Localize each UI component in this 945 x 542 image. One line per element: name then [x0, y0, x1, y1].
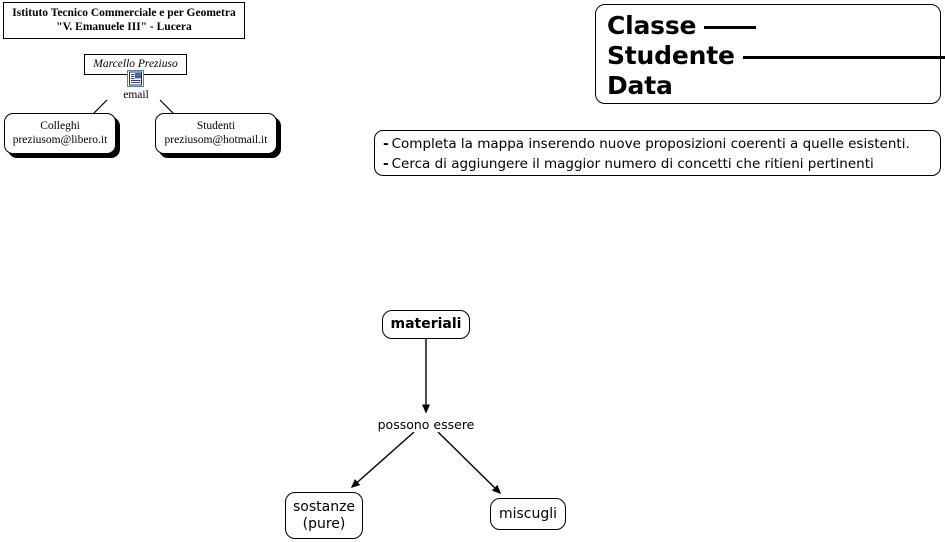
node-label-line-1: sostanze — [292, 498, 356, 515]
contact-email: preziusom@libero.it — [12, 134, 108, 146]
instruction-item: -Cerca di aggiungere il maggior numero d… — [383, 154, 940, 174]
school-name-line-1: Istituto Tecnico Commerciale e per Geome… — [12, 7, 236, 19]
school-header-box: Istituto Tecnico Commerciale e per Geome… — [3, 2, 245, 39]
instructions-panel: -Completa la mappa inserendo nuove propo… — [374, 130, 941, 176]
edge-possono-miscugli — [437, 431, 502, 495]
classe-row: Classe — [607, 11, 940, 41]
contact-title: Colleghi — [40, 120, 80, 132]
instruction-item: -Completa la mappa inserendo nuove propo… — [383, 134, 940, 154]
contact-box-studenti[interactable]: Studenti preziusom@hotmail.it — [155, 113, 277, 154]
document-icon[interactable] — [127, 70, 144, 87]
edge-possono-sostanze — [350, 431, 415, 488]
instruction-text: Completa la mappa inserendo nuove propos… — [391, 136, 910, 152]
instruction-text: Cerca di aggiungere il maggior numero di… — [391, 156, 874, 172]
concept-node-materiali[interactable]: materiali — [382, 310, 470, 339]
contact-title: Studenti — [196, 120, 236, 132]
node-label-line-2: (pure) — [302, 515, 346, 532]
node-label: materiali — [390, 316, 462, 332]
bullet-dash: - — [383, 156, 389, 172]
studente-input-line[interactable] — [742, 56, 945, 59]
concept-link-label-possono-essere: possono essere — [366, 417, 486, 432]
studente-row: Studente — [607, 41, 945, 71]
concept-node-miscugli[interactable]: miscugli — [490, 498, 566, 530]
data-label: Data — [607, 71, 673, 100]
studente-label: Studente — [607, 41, 735, 70]
classe-label: Classe — [607, 11, 697, 40]
data-row: Data — [607, 71, 940, 101]
bullet-dash: - — [383, 136, 389, 152]
school-name-line-2: "V. Emanuele III" - Lucera — [56, 21, 192, 33]
email-relation-label: email — [123, 89, 149, 101]
contact-box-colleghi[interactable]: Colleghi preziusom@libero.it — [4, 113, 116, 154]
node-label: miscugli — [498, 505, 558, 522]
student-header-panel: Classe Studente Data — [595, 4, 945, 104]
contact-email: preziusom@hotmail.it — [164, 134, 268, 146]
author-name: Marcello Preziuso — [93, 58, 178, 70]
classe-input-line[interactable] — [704, 26, 757, 29]
concept-node-sostanze[interactable]: sostanze (pure) — [285, 492, 363, 539]
